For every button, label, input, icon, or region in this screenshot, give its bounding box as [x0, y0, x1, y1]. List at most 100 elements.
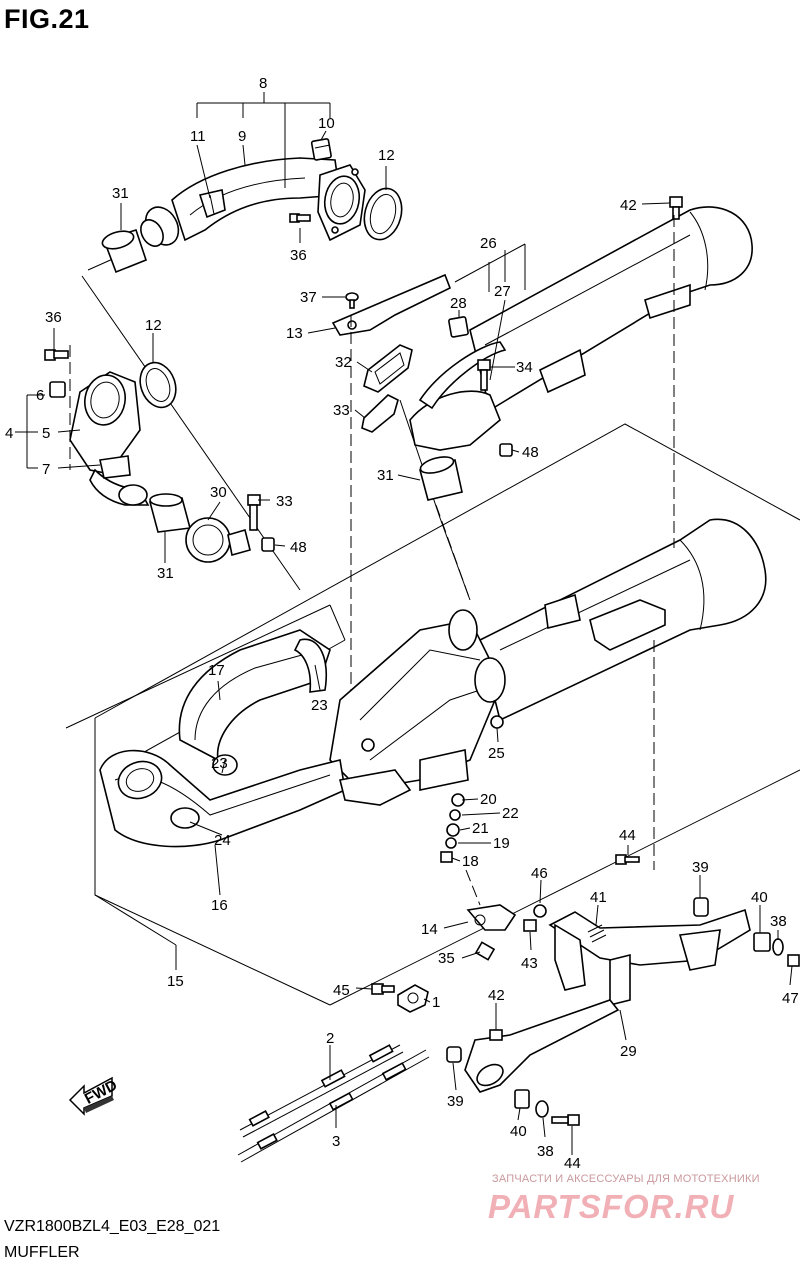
- callout-27: 27: [494, 283, 511, 300]
- spring-41[interactable]: [587, 924, 607, 943]
- callout-47: 47: [782, 990, 799, 1007]
- callout-22: 22: [502, 805, 519, 822]
- callout-13: 13: [286, 325, 303, 342]
- exhaust-pipe-no2[interactable]: [69, 371, 150, 506]
- connector-31-right[interactable]: [419, 454, 463, 501]
- bushing-40-upper[interactable]: [753, 932, 771, 952]
- callout-12-left: 12: [145, 317, 162, 334]
- bolt-36-left[interactable]: [44, 349, 69, 361]
- seal-33-upper[interactable]: [361, 394, 399, 433]
- connector-31-left[interactable]: [148, 493, 192, 533]
- cable-3[interactable]: [237, 1049, 430, 1163]
- callout-33-left: 33: [276, 493, 293, 510]
- callout-42-lower: 42: [488, 987, 505, 1004]
- bolt-44-upper[interactable]: [615, 854, 640, 865]
- bolt-37[interactable]: [345, 292, 359, 309]
- fwd-arrow-icon: FWD: [68, 1077, 120, 1116]
- callout-28: 28: [450, 295, 467, 312]
- callout-14: 14: [421, 921, 438, 938]
- exhaust-pipe-no1[interactable]: [136, 157, 366, 251]
- callout-41: 41: [590, 889, 607, 906]
- muffler-upper[interactable]: [409, 206, 753, 451]
- callout-33-upper: 33: [333, 402, 350, 419]
- washer-46[interactable]: [533, 904, 547, 918]
- washer-38-lower[interactable]: [535, 1100, 549, 1118]
- callout-36-top: 36: [290, 247, 307, 264]
- callout-26: 26: [480, 235, 497, 252]
- dashed-guides: [69, 215, 675, 906]
- callout-31-left: 31: [157, 565, 174, 582]
- stand-bracket[interactable]: [548, 908, 751, 1007]
- nut-47[interactable]: [787, 954, 800, 967]
- muffler-body[interactable]: [329, 609, 506, 791]
- callout-20: 20: [480, 791, 497, 808]
- gasket-12-top[interactable]: [359, 184, 407, 244]
- callout-1: 1: [432, 994, 440, 1011]
- connector-31-top[interactable]: [100, 228, 147, 274]
- cushion-39-lower[interactable]: [446, 1046, 462, 1063]
- bolt-44-lower[interactable]: [551, 1114, 580, 1126]
- bolt-42-lower[interactable]: [489, 1029, 503, 1041]
- clamp-30[interactable]: [185, 517, 251, 563]
- callout-9: 9: [238, 128, 246, 145]
- callout-35: 35: [438, 950, 455, 967]
- muffler-rear[interactable]: [479, 518, 767, 722]
- cushion-6[interactable]: [49, 381, 66, 398]
- callout-15: 15: [167, 973, 184, 990]
- bolt-34[interactable]: [477, 359, 491, 391]
- model-code: VZR1800BZL4_E03_E28_021: [4, 1218, 221, 1235]
- callout-12-top: 12: [378, 147, 395, 164]
- bracket-15[interactable]: [339, 769, 412, 806]
- bolt-42-top[interactable]: [669, 196, 683, 220]
- cable-2[interactable]: [239, 1044, 404, 1138]
- side-stand-29[interactable]: [464, 999, 620, 1093]
- valve-actuator-1[interactable]: [397, 984, 429, 1013]
- callout-6: 6: [36, 387, 44, 404]
- callout-34: 34: [516, 359, 533, 376]
- callout-31-right: 31: [377, 467, 394, 484]
- callout-43: 43: [521, 955, 538, 972]
- callout-23-lower: 23: [211, 755, 228, 772]
- washer-38-upper[interactable]: [772, 938, 784, 956]
- callout-7: 7: [42, 461, 50, 478]
- bracket-14[interactable]: [466, 904, 517, 931]
- cushion-28[interactable]: [448, 316, 469, 338]
- callout-10: 10: [318, 115, 335, 132]
- cushion-10[interactable]: [310, 138, 332, 161]
- watermark-brand: PARTSFOR.RU: [488, 1188, 735, 1225]
- callout-48-left: 48: [290, 539, 307, 556]
- gasket-12-left[interactable]: [134, 358, 182, 413]
- callout-37: 37: [300, 289, 317, 306]
- callout-23-upper: 23: [311, 697, 328, 714]
- callout-21: 21: [472, 820, 489, 837]
- callout-3: 3: [332, 1133, 340, 1150]
- callout-31-top: 31: [112, 185, 129, 202]
- exhaust-pipe-rear-loop[interactable]: [170, 629, 331, 829]
- section-name: MUFFLER: [4, 1244, 80, 1261]
- clamp-11[interactable]: [198, 189, 226, 219]
- callout-24: 24: [214, 832, 231, 849]
- seal-32[interactable]: [363, 344, 413, 393]
- callout-17: 17: [208, 662, 225, 679]
- callout-40-upper: 40: [751, 889, 768, 906]
- callout-44-upper: 44: [619, 827, 636, 844]
- cushion-39-upper[interactable]: [693, 897, 709, 917]
- callout-45: 45: [333, 982, 350, 999]
- pipe-27[interactable]: [418, 341, 507, 410]
- clamp-7[interactable]: [99, 455, 131, 479]
- bolt-35[interactable]: [474, 941, 496, 961]
- callout-46: 46: [531, 865, 548, 882]
- callout-19: 19: [493, 835, 510, 852]
- callout-2: 2: [326, 1030, 334, 1047]
- callout-39-lower: 39: [447, 1093, 464, 1110]
- nut-48-right[interactable]: [499, 443, 513, 457]
- nut-48-left[interactable]: [261, 537, 275, 552]
- callout-39-upper: 39: [692, 859, 709, 876]
- bushing-40-lower[interactable]: [514, 1089, 530, 1109]
- callout-16: 16: [211, 897, 228, 914]
- bolt-45[interactable]: [371, 983, 395, 995]
- bolt-43[interactable]: [523, 919, 537, 932]
- stay-13[interactable]: [331, 273, 452, 336]
- figure-title: FIG.21: [4, 4, 90, 34]
- bolt-36-top[interactable]: [289, 213, 311, 223]
